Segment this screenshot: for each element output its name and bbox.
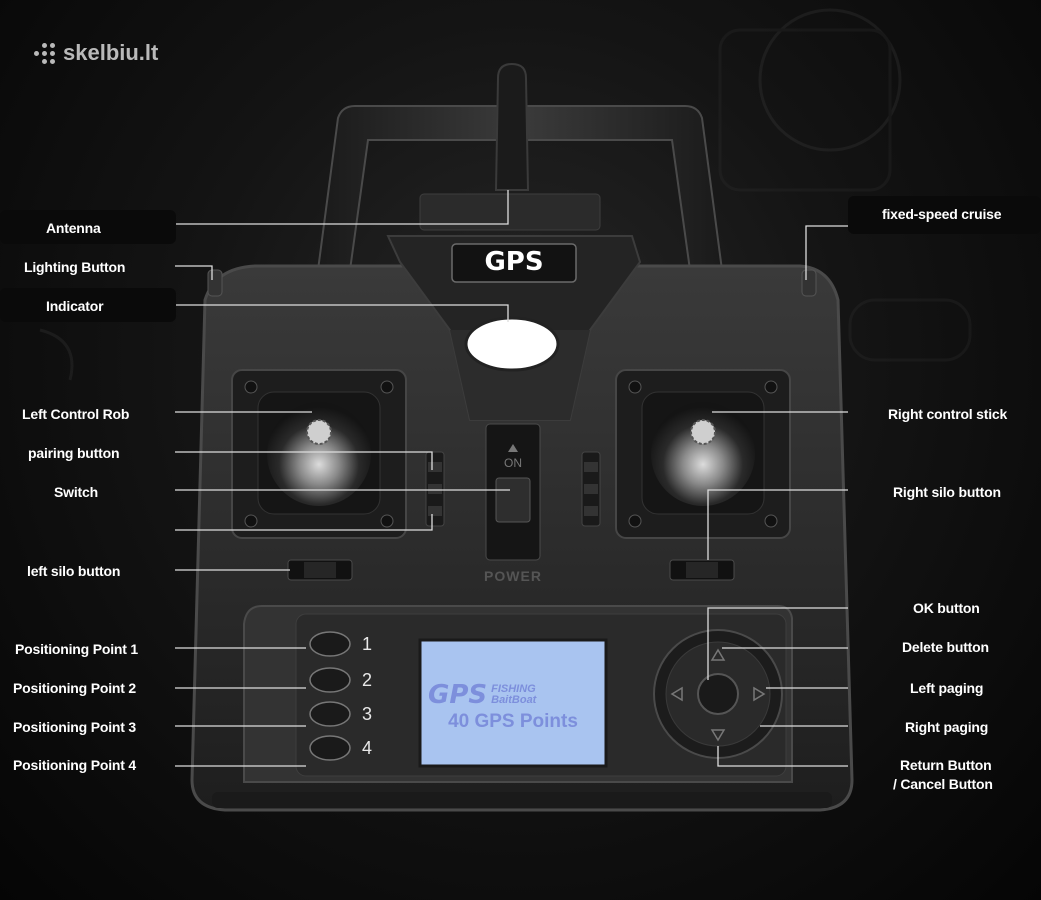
position-number-1: 1 — [362, 634, 373, 654]
screen-logo-baitboat: BaitBoat — [491, 694, 537, 706]
screen-logo: GPS FISHING BaitBoat — [428, 680, 600, 710]
leader-lines — [175, 190, 848, 767]
screen-logo-fishing: FISHING — [491, 683, 536, 695]
label-position-4: Positioning Point 4 — [13, 757, 136, 773]
power-switch — [495, 477, 531, 523]
antenna — [494, 62, 530, 191]
watermark: skelbiu.lt — [34, 40, 158, 66]
label-delete-button: Delete button — [902, 639, 989, 655]
lighting-button — [207, 269, 223, 297]
down-arrow-icon — [710, 729, 726, 742]
label-left-paging: Left paging — [910, 680, 984, 696]
on-label: ON — [504, 456, 522, 470]
screen-text: 40 GPS Points — [448, 711, 578, 732]
right-arrow-icon — [753, 686, 766, 702]
left-stick-assembly — [231, 369, 407, 539]
watermark-icon — [34, 42, 55, 64]
label-position-2: Positioning Point 2 — [13, 680, 136, 696]
gps-badge — [451, 243, 577, 283]
screen-logo-gps: GPS — [428, 680, 488, 710]
label-switch: Switch — [54, 484, 98, 500]
label-fixed-speed-cruise: fixed-speed cruise — [882, 206, 1002, 222]
right-control-stick — [651, 402, 755, 506]
label-right-silo: Right silo button — [893, 484, 1001, 500]
label-ok-button: OK button — [913, 600, 980, 616]
label-indicator: Indicator — [46, 298, 104, 314]
label-antenna: Antenna — [46, 220, 101, 236]
position-button-3 — [309, 701, 351, 727]
label-right-paging: Right paging — [905, 719, 989, 735]
left-control-stick — [267, 402, 371, 506]
label-position-1: Positioning Point 1 — [15, 641, 138, 657]
label-pairing-button: pairing button — [28, 445, 120, 461]
ok-button — [697, 673, 739, 715]
indicator-light — [464, 316, 560, 372]
label-left-control: Left Control Rob — [22, 406, 130, 422]
position-number-2: 2 — [362, 670, 373, 690]
watermark-text: skelbiu.lt — [63, 40, 159, 65]
left-arrow-icon — [670, 686, 683, 702]
position-number-3: 3 — [362, 704, 373, 724]
label-left-silo: left silo button — [27, 563, 121, 579]
label-right-control: Right control stick — [888, 406, 1008, 422]
right-stick-assembly — [615, 369, 791, 539]
label-return-button: Return Button — [900, 757, 992, 773]
cruise-button — [801, 269, 817, 297]
lcd-screen — [418, 638, 608, 768]
label-position-3: Positioning Point 3 — [13, 719, 136, 735]
position-button-2 — [309, 667, 351, 693]
gps-badge-label: GPS — [484, 247, 544, 277]
up-arrow-icon — [710, 648, 726, 661]
label-cancel-button: / Cancel Button — [893, 776, 993, 792]
position-button-4 — [309, 735, 351, 761]
position-number-4: 4 — [362, 738, 373, 758]
position-button-1 — [309, 631, 351, 657]
background-decor — [39, 8, 972, 381]
power-label: POWER — [484, 568, 542, 584]
label-lighting-button: Lighting Button — [24, 259, 126, 275]
